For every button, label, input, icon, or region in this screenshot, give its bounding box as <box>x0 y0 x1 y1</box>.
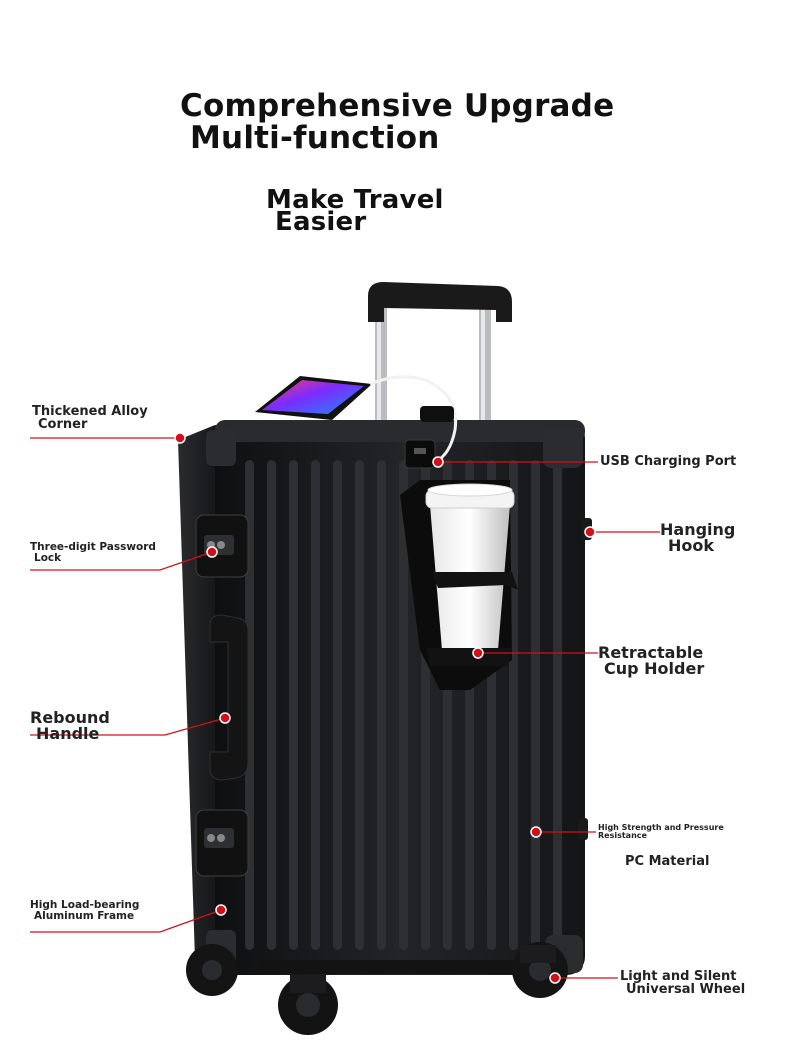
shell-rib <box>311 460 320 950</box>
universal-wheels <box>186 942 568 1035</box>
label-usb-port: USB Charging Port <box>600 454 737 469</box>
callout-line <box>30 717 226 736</box>
shell-ribs <box>245 460 562 950</box>
label-hanging-hook-line1: Hanging <box>660 520 736 539</box>
callout-dot <box>472 647 484 659</box>
label-aluminum-frame: High Load-bearing Aluminum Frame <box>30 900 139 921</box>
label-pressure: High Strength and Pressure Resistance <box>598 824 724 840</box>
label-aluminum-frame-line2: Aluminum Frame <box>34 909 135 922</box>
callout-dot <box>432 456 444 468</box>
lock-panel-top <box>195 514 249 578</box>
label-aluminum-frame-line1: High Load-bearing <box>30 899 140 911</box>
callout-dot <box>206 546 218 558</box>
shell-rib <box>399 460 408 950</box>
callout-line <box>30 909 222 933</box>
label-pressure-line1: High Strength and Pressure <box>598 823 724 832</box>
callout-dot <box>219 712 231 724</box>
label-alloy-corner-line2: Corner <box>38 417 88 432</box>
label-rebound-handle-line2: Handle <box>36 724 100 743</box>
label-cup-holder-line2: Cup Holder <box>604 659 705 678</box>
label-wheel-line2: Universal Wheel <box>626 982 746 997</box>
label-pc-material: PC Material <box>625 854 710 869</box>
shell-rib <box>553 460 562 950</box>
shell-rib <box>355 460 364 950</box>
label-cup-holder: Retractable Cup Holder <box>598 645 704 677</box>
callout-dot <box>530 826 542 838</box>
label-password-lock: Three-digit Password Lock <box>30 542 156 563</box>
shell-rib <box>377 460 386 950</box>
label-pressure-line2: Resistance <box>598 831 647 840</box>
callout-dot <box>174 432 186 444</box>
shell-rib <box>333 460 342 950</box>
title-line-1: Comprehensive Upgrade <box>180 88 615 124</box>
callout-dot <box>584 526 596 538</box>
shell-rib <box>289 460 298 950</box>
callout-dot <box>215 904 227 916</box>
label-hanging-hook: Hanging Hook <box>660 522 735 554</box>
coffee-cup <box>425 483 518 666</box>
title-line-2: Multi-function <box>190 120 440 156</box>
callout-dot <box>549 972 561 984</box>
shell-rib <box>267 460 276 950</box>
label-password-lock-line2: Lock <box>34 551 62 564</box>
lock-panel-bottom <box>195 809 249 877</box>
label-cup-holder-line1: Retractable <box>598 643 704 662</box>
subtitle-line-2: Easier <box>275 207 367 237</box>
label-rebound-handle-line1: Rebound <box>30 708 110 727</box>
label-password-lock-line1: Three-digit Password <box>30 541 156 553</box>
label-wheel: Light and Silent Universal Wheel <box>620 970 745 996</box>
smartphone <box>255 375 458 464</box>
subtitle-line-1: Make Travel <box>266 185 444 215</box>
label-rebound-handle: Rebound Handle <box>30 710 110 742</box>
side-handle <box>209 614 249 781</box>
callout-lines <box>30 432 660 984</box>
callout-line <box>30 551 213 571</box>
label-wheel-line1: Light and Silent <box>620 969 737 984</box>
label-hanging-hook-line2: Hook <box>668 536 715 555</box>
label-alloy-corner: Thickened Alloy Corner <box>32 405 148 431</box>
shell-rib <box>531 460 540 950</box>
label-alloy-corner-line1: Thickened Alloy <box>32 404 148 419</box>
